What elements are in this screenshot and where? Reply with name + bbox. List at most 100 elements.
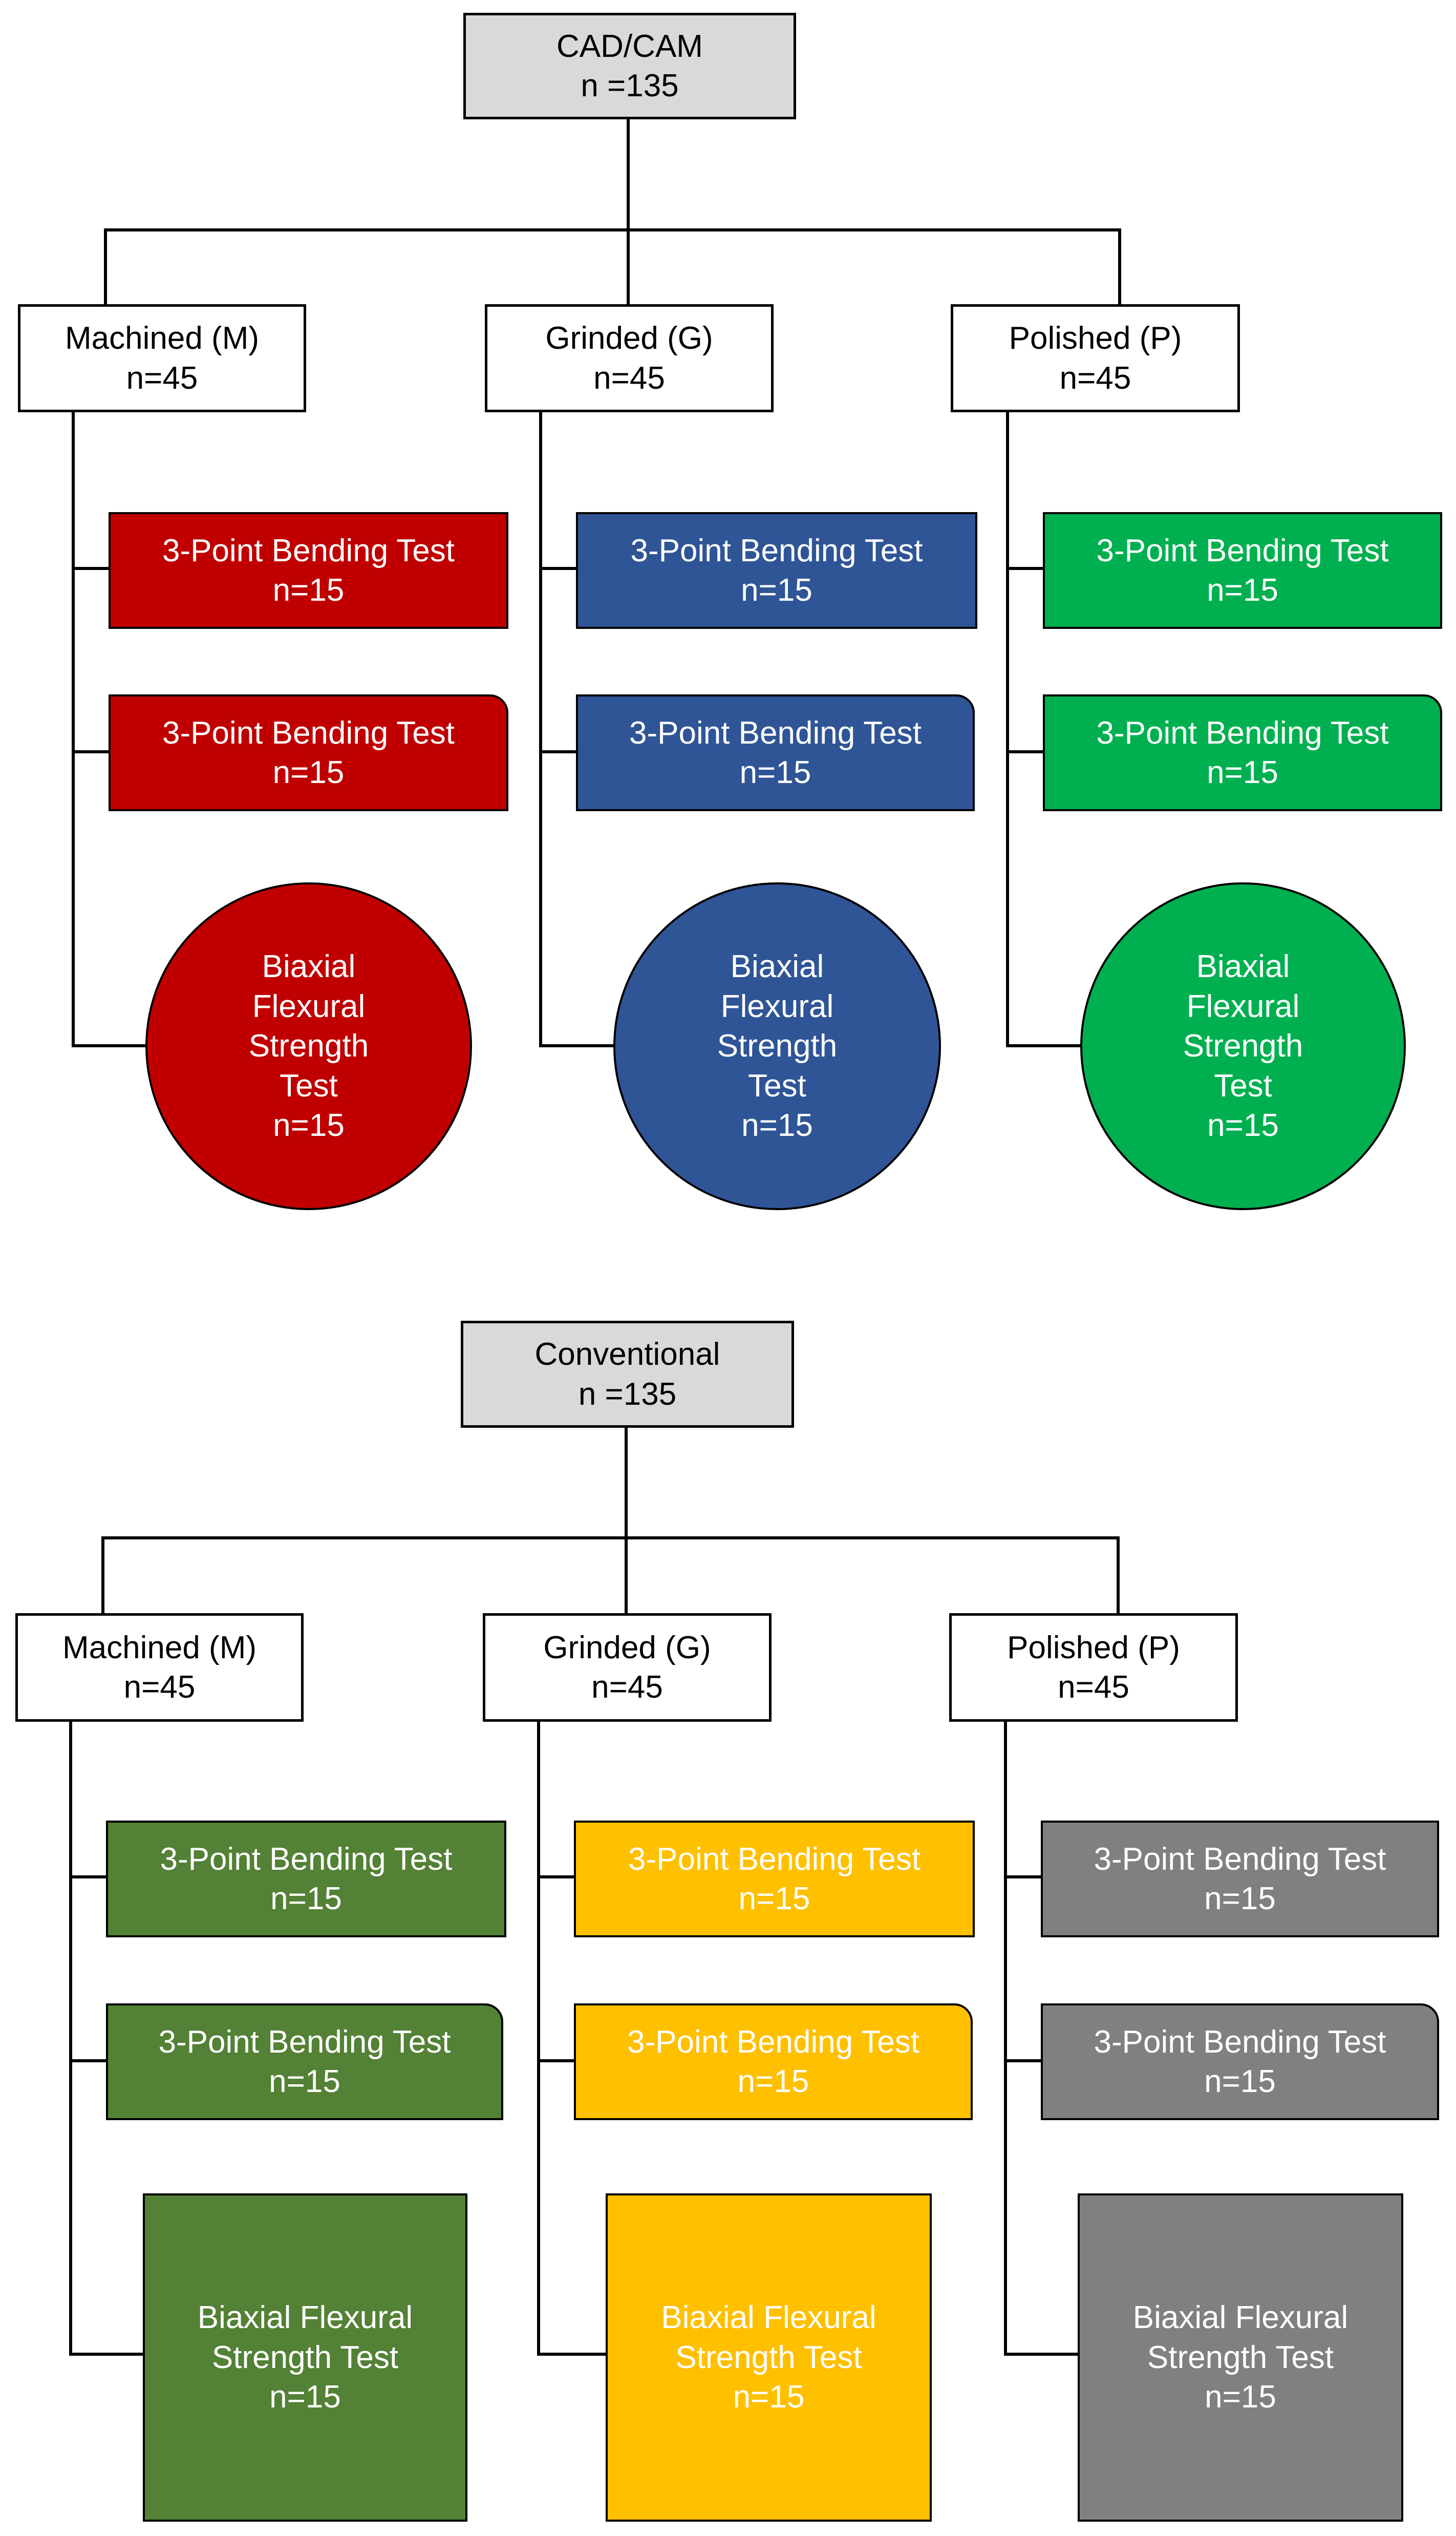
connector-line xyxy=(625,1536,628,1613)
group-name: Machined (M) xyxy=(62,1630,256,1665)
connector-line xyxy=(104,228,107,304)
group-box-machined: Machined (M) n=45 xyxy=(18,304,306,412)
biaxial-line: Biaxial xyxy=(1196,949,1290,985)
test-box-3pt-bending: 3-Point Bending Test n=15 xyxy=(576,512,977,629)
test-count: n=15 xyxy=(1204,2064,1276,2099)
test-count: n=15 xyxy=(739,755,811,790)
connector-line xyxy=(539,1044,615,1047)
connector-line xyxy=(101,1536,1120,1539)
test-count: n=15 xyxy=(1204,1881,1276,1916)
biaxial-line: Biaxial Flexural xyxy=(197,2300,413,2336)
group-name: Machined (M) xyxy=(65,321,259,356)
group-name: Polished (P) xyxy=(1007,1630,1180,1665)
biaxial-line: Biaxial Flexural xyxy=(1132,2300,1348,2336)
group-name: Grinded (G) xyxy=(543,1630,711,1665)
connector-line xyxy=(537,2353,606,2356)
test-label: 3-Point Bending Test xyxy=(162,715,455,751)
connector-line xyxy=(627,118,630,231)
biaxial-line: Biaxial xyxy=(730,949,824,985)
test-label: 3-Point Bending Test xyxy=(630,533,923,568)
connector-line xyxy=(627,228,630,304)
connector-line xyxy=(537,2059,574,2062)
connector-line xyxy=(1004,2059,1041,2062)
biaxial-count: n=15 xyxy=(733,2379,805,2415)
test-box-3pt-bending: 3-Point Bending Test n=15 xyxy=(109,694,508,811)
group-box-grinded: Grinded (G) n=45 xyxy=(485,304,774,412)
test-box-3pt-bending: 3-Point Bending Test n=15 xyxy=(106,1821,506,1937)
biaxial-count: n=15 xyxy=(1205,2379,1276,2415)
test-box-3pt-bending: 3-Point Bending Test n=15 xyxy=(1043,512,1442,629)
group-box-machined: Machined (M) n=45 xyxy=(15,1613,304,1722)
test-label: 3-Point Bending Test xyxy=(1096,715,1389,751)
test-box-3pt-bending: 3-Point Bending Test n=15 xyxy=(109,512,508,629)
test-box-biaxial: Biaxial Flexural Strength Test n=15 xyxy=(606,2193,932,2522)
root-title: Conventional xyxy=(534,1337,720,1372)
connector-line xyxy=(537,1722,540,2356)
conventional-root-box: Conventional n =135 xyxy=(461,1321,794,1428)
test-label: 3-Point Bending Test xyxy=(162,533,455,568)
connector-line xyxy=(69,2353,143,2356)
connector-line xyxy=(72,1044,146,1047)
test-circle-biaxial: Biaxial Flexural Strength Test n=15 xyxy=(1080,882,1406,1210)
test-box-3pt-bending: 3-Point Bending Test n=15 xyxy=(574,1821,975,1937)
biaxial-line: Flexural xyxy=(252,988,366,1024)
biaxial-line: Biaxial Flexural xyxy=(661,2300,876,2336)
group-count: n=45 xyxy=(593,360,665,396)
connector-line xyxy=(539,750,576,753)
connector-line xyxy=(1004,2353,1078,2356)
connector-line xyxy=(101,1536,104,1613)
test-box-3pt-bending: 3-Point Bending Test n=15 xyxy=(1043,694,1442,811)
group-box-grinded: Grinded (G) n=45 xyxy=(483,1613,772,1722)
connector-line xyxy=(1006,750,1043,753)
test-label: 3-Point Bending Test xyxy=(627,2024,920,2060)
test-label: 3-Point Bending Test xyxy=(158,2024,451,2060)
test-box-3pt-bending: 3-Point Bending Test n=15 xyxy=(106,2003,503,2120)
connector-line xyxy=(1118,228,1121,304)
connector-line xyxy=(69,1875,106,1878)
biaxial-line: Biaxial xyxy=(262,949,356,985)
test-count: n=15 xyxy=(270,1881,342,1916)
test-box-3pt-bending: 3-Point Bending Test n=15 xyxy=(1041,1821,1439,1937)
root-count: n =135 xyxy=(578,1376,677,1412)
test-label: 3-Point Bending Test xyxy=(1094,1841,1386,1877)
biaxial-line: Test xyxy=(748,1068,806,1104)
connector-line xyxy=(537,1875,574,1878)
test-circle-biaxial: Biaxial Flexural Strength Test n=15 xyxy=(145,882,472,1210)
connector-line xyxy=(104,228,1121,231)
root-title: CAD/CAM xyxy=(556,28,703,64)
test-count: n=15 xyxy=(269,2064,340,2099)
test-count: n=15 xyxy=(272,573,345,608)
biaxial-count: n=15 xyxy=(269,2379,341,2415)
test-count: n=15 xyxy=(738,1881,810,1916)
connector-line xyxy=(539,412,542,1047)
biaxial-line: Flexural xyxy=(1186,988,1300,1024)
test-label: 3-Point Bending Test xyxy=(629,715,922,751)
test-count: n=15 xyxy=(1207,755,1278,790)
biaxial-count: n=15 xyxy=(273,1108,345,1144)
connector-line xyxy=(72,750,109,753)
test-box-3pt-bending: 3-Point Bending Test n=15 xyxy=(574,2003,973,2120)
biaxial-line: Test xyxy=(1214,1068,1272,1104)
test-label: 3-Point Bending Test xyxy=(628,1841,921,1877)
cadcam-root-box: CAD/CAM n =135 xyxy=(463,13,796,119)
biaxial-line: Strength xyxy=(248,1028,369,1064)
connector-line xyxy=(69,2059,106,2062)
group-name: Polished (P) xyxy=(1009,321,1182,356)
group-count: n=45 xyxy=(1058,1669,1129,1705)
connector-line xyxy=(1117,1536,1120,1613)
group-count: n=45 xyxy=(126,360,198,396)
test-circle-biaxial: Biaxial Flexural Strength Test n=15 xyxy=(613,882,941,1210)
group-box-polished: Polished (P) n=45 xyxy=(949,1613,1238,1722)
connector-line xyxy=(72,567,109,570)
biaxial-line: Test xyxy=(280,1068,338,1104)
test-box-3pt-bending: 3-Point Bending Test n=15 xyxy=(1041,2003,1439,2120)
test-count: n=15 xyxy=(272,755,345,790)
connector-line xyxy=(69,1722,72,2356)
connector-line xyxy=(1006,567,1043,570)
connector-line xyxy=(1004,1722,1007,2356)
connector-line xyxy=(1006,1044,1082,1047)
biaxial-line: Strength xyxy=(1183,1028,1303,1064)
test-label: 3-Point Bending Test xyxy=(160,1841,453,1877)
biaxial-count: n=15 xyxy=(1207,1108,1279,1144)
